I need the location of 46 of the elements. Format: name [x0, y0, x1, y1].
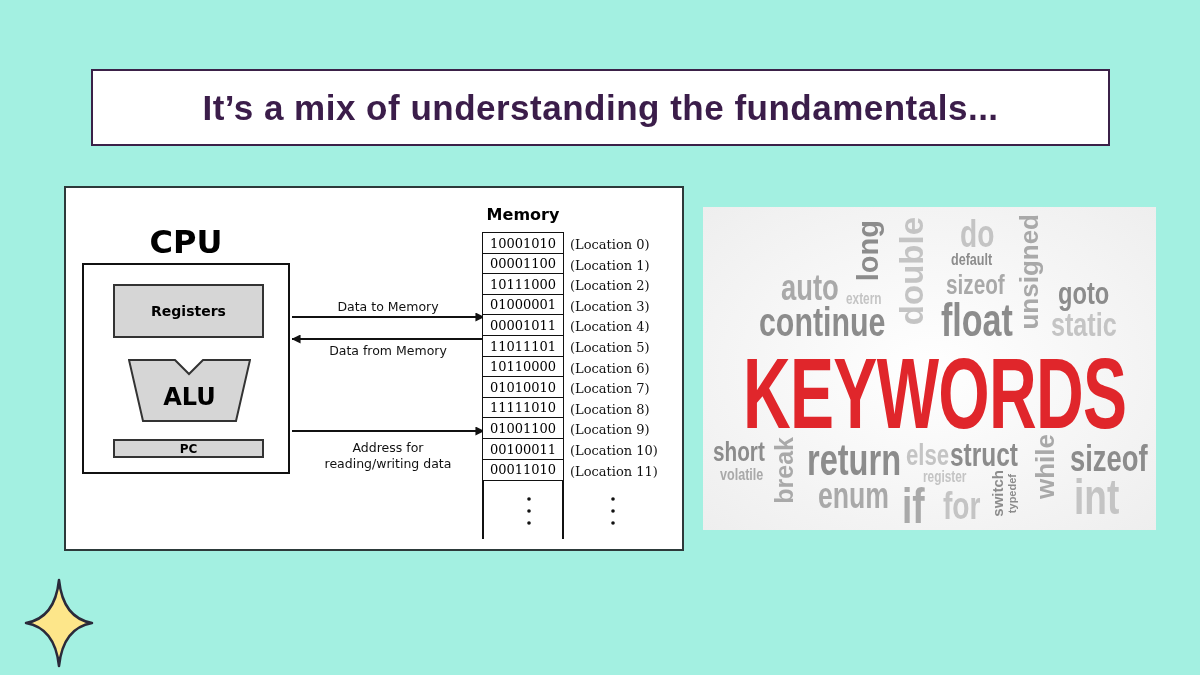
memory-cell: 10111000: [482, 273, 564, 296]
location-label: (Location 0): [570, 236, 650, 254]
keyword: sizeof: [1070, 440, 1148, 477]
memory-cell: 11111010: [482, 396, 564, 419]
memory-heading: Memory: [485, 204, 561, 226]
keyword: default: [951, 251, 993, 268]
keyword: auto: [781, 269, 839, 306]
location-label: (Location 9): [570, 421, 650, 440]
keyword: volatile: [720, 466, 764, 483]
keyword: struct: [950, 438, 1018, 471]
pc-block: PC: [113, 439, 264, 458]
memory-cell: 11011101: [482, 335, 564, 358]
memory-cell: 01000001: [482, 293, 564, 316]
cpu-heading: CPU: [148, 224, 224, 260]
location-label: (Location 7): [570, 380, 650, 399]
keyword: unsigned: [1018, 214, 1042, 330]
memory-cell: 00011010: [482, 458, 564, 481]
keyword: switch: [991, 470, 1005, 517]
registers-block: Registers: [113, 284, 264, 338]
location-label: (Location 11): [570, 462, 658, 481]
alu-block: ALU: [128, 359, 251, 422]
memory-cell: 01001100: [482, 417, 564, 440]
keyword: break: [773, 437, 796, 504]
keyword: if: [902, 481, 925, 530]
location-label: (Location 2): [570, 277, 650, 296]
title-banner: It’s a mix of understanding the fundamentals...: [91, 69, 1110, 146]
location-label: (Location 4): [570, 318, 650, 337]
location-label: (Location 8): [570, 400, 650, 419]
memory-cell: 00001100: [482, 252, 564, 275]
location-label: (Location 5): [570, 339, 650, 357]
keyword: double: [897, 217, 927, 326]
memory-cell: 00001011: [482, 314, 564, 337]
keyword: long: [855, 220, 882, 282]
memory-cell: 10110000: [482, 355, 564, 378]
location-label: (Location 3): [570, 297, 650, 316]
memory-cell: 10001010: [482, 232, 564, 255]
location-label: (Location 6): [570, 359, 650, 378]
keyword: sizeof: [946, 271, 1005, 299]
keyword: short: [713, 438, 765, 466]
keyword: float: [941, 297, 1013, 343]
memory-cell: 01010010: [482, 376, 564, 399]
memory-cell: 00100011: [482, 438, 564, 461]
keyword: typedef: [1008, 474, 1018, 514]
location-label: (Location 1): [570, 256, 650, 275]
keyword: while: [1034, 434, 1058, 499]
location-label: (Location 10): [570, 442, 658, 460]
